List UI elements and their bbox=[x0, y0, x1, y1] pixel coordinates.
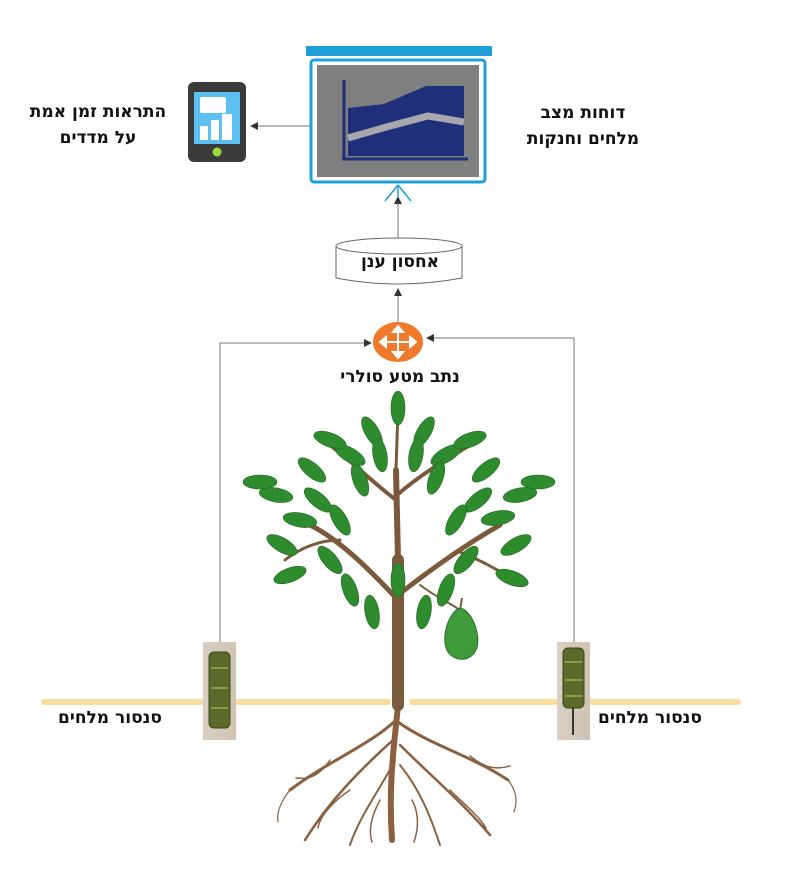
connection-lines bbox=[219, 122, 575, 642]
leaf bbox=[480, 510, 516, 526]
leaf bbox=[453, 430, 487, 450]
leaf bbox=[364, 594, 380, 630]
leaf bbox=[495, 568, 529, 588]
sensor-left-label: סנסור מלחים bbox=[58, 708, 162, 728]
leaf bbox=[416, 594, 432, 630]
smartphone-icon bbox=[188, 82, 246, 162]
tree-leaves bbox=[242, 390, 556, 630]
screen-stand-icon bbox=[384, 184, 412, 202]
leaf bbox=[520, 474, 556, 490]
leaf bbox=[390, 390, 406, 426]
leaf bbox=[390, 562, 406, 598]
leaf bbox=[502, 487, 538, 503]
leaf bbox=[329, 504, 351, 536]
sensor-left bbox=[203, 642, 236, 740]
leaf bbox=[372, 437, 388, 473]
leaf bbox=[436, 573, 456, 607]
reports-label-line1: דוחות מצב bbox=[540, 103, 626, 123]
reports-label: דוחות מצב מלחים וחנקות bbox=[508, 100, 658, 152]
screen-chart bbox=[342, 80, 468, 161]
leaf bbox=[350, 463, 370, 497]
router-icon bbox=[373, 322, 423, 362]
leaf bbox=[266, 534, 298, 556]
alerts-label-line1: התראות זמן אמת bbox=[29, 102, 167, 122]
leaf bbox=[313, 430, 347, 450]
sensor-right-label: סנסור מלחים bbox=[598, 708, 702, 728]
cloud-storage-label: אחסון ענן bbox=[360, 252, 440, 272]
leaf bbox=[340, 573, 360, 607]
reports-label-line2: מלחים וחנקות bbox=[526, 129, 640, 149]
leaf bbox=[297, 457, 327, 483]
sensor-right bbox=[557, 642, 590, 740]
leaf bbox=[317, 545, 343, 575]
leaf bbox=[273, 565, 307, 585]
leaf bbox=[500, 534, 532, 556]
leaf bbox=[258, 487, 294, 503]
leaf bbox=[445, 504, 467, 536]
database-icon bbox=[335, 237, 463, 285]
avocado-fruit bbox=[444, 597, 479, 660]
tree-roots bbox=[277, 702, 517, 846]
leaf bbox=[471, 457, 501, 483]
leaf bbox=[282, 512, 318, 528]
solar-router-label: נתב מטע סולרי bbox=[340, 367, 460, 387]
alerts-label-line2: על מדדים bbox=[59, 128, 137, 148]
leaf bbox=[453, 545, 479, 575]
alerts-label: התראות זמן אמת על מדדים bbox=[18, 99, 178, 151]
report-screen bbox=[306, 46, 492, 202]
leaf bbox=[242, 474, 278, 490]
leaf bbox=[426, 461, 446, 495]
leaf bbox=[408, 437, 424, 473]
